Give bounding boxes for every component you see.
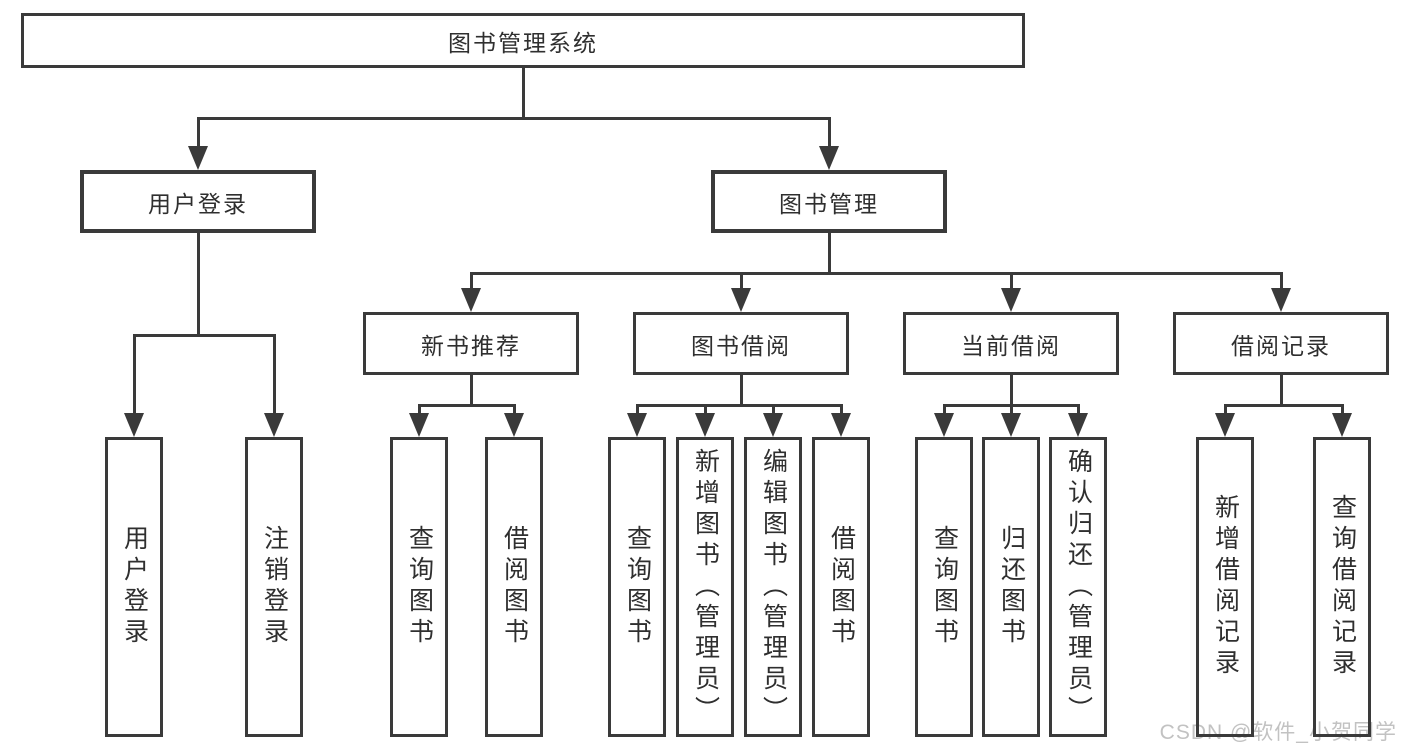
leaf-label: 归还图书	[997, 525, 1026, 649]
leaf-label: 新增图书（管理员）	[691, 447, 720, 727]
edge-to-leaf-user-login	[133, 334, 136, 415]
edge-root-split	[197, 117, 830, 120]
arrow-down-icon	[934, 413, 954, 437]
leaf-label: 新增借阅记录	[1211, 494, 1240, 680]
node-borrow-records: 借阅记录	[1173, 312, 1389, 375]
edge-leaf	[418, 404, 421, 415]
arrow-down-icon	[504, 413, 524, 437]
leaf-label: 查询图书	[405, 525, 434, 649]
arrow-down-icon	[831, 413, 851, 437]
edge-book-borrow-split	[636, 404, 842, 407]
node-label: 图书管理系统	[448, 29, 598, 56]
node-label: 用户登录	[148, 190, 248, 217]
node-book-management: 图书管理	[711, 170, 947, 233]
node-book-borrow: 图书借阅	[633, 312, 849, 375]
edge-to-borrow-records	[1280, 272, 1283, 290]
leaf-label: 编辑图书（管理员）	[759, 447, 788, 727]
edge-leaf	[1010, 404, 1013, 415]
edge-to-current-borrow	[1010, 272, 1013, 290]
node-label: 图书借阅	[691, 332, 791, 359]
leaf-user-login: 用户登录	[105, 437, 163, 737]
edge-new-book-split	[418, 404, 515, 407]
leaf-query-borrow-record: 查询借阅记录	[1313, 437, 1371, 737]
arrow-down-icon	[1001, 413, 1021, 437]
arrow-down-icon	[731, 288, 751, 312]
edge-leaf	[1341, 404, 1344, 415]
edge-leaf	[704, 404, 707, 415]
edge-to-user-login	[197, 117, 200, 146]
leaf-label: 确认归还（管理员）	[1064, 447, 1093, 727]
arrow-down-icon	[763, 413, 783, 437]
leaf-edit-book-admin: 编辑图书（管理员）	[744, 437, 802, 737]
leaf-confirm-return-admin: 确认归还（管理员）	[1049, 437, 1107, 737]
arrow-down-icon	[264, 413, 284, 437]
node-label: 图书管理	[779, 190, 879, 217]
edge-current-borrow-stem	[1010, 375, 1013, 407]
leaf-label: 借阅图书	[827, 525, 856, 649]
edge-to-new-book-recommend	[470, 272, 473, 290]
leaf-label: 查询图书	[623, 525, 652, 649]
edge-leaf	[840, 404, 843, 415]
edge-borrow-records-stem	[1280, 375, 1283, 407]
arrow-down-icon	[1001, 288, 1021, 312]
leaf-query-books-borrow: 查询图书	[608, 437, 666, 737]
leaf-add-book-admin: 新增图书（管理员）	[676, 437, 734, 737]
edge-to-book-management	[828, 117, 831, 146]
leaf-return-book: 归还图书	[982, 437, 1040, 737]
leaf-query-books-recommend: 查询图书	[390, 437, 448, 737]
arrow-down-icon	[124, 413, 144, 437]
edge-to-book-borrow	[740, 272, 743, 290]
arrow-down-icon	[1068, 413, 1088, 437]
edge-root-stem	[522, 68, 525, 120]
leaf-query-books-current: 查询图书	[915, 437, 973, 737]
edge-user-login-split	[133, 334, 276, 337]
csdn-watermark: CSDN @软件_小贺同学	[1159, 721, 1397, 744]
edge-leaf	[943, 404, 946, 415]
leaf-add-borrow-record: 新增借阅记录	[1196, 437, 1254, 737]
arrow-down-icon	[1332, 413, 1352, 437]
edge-borrow-records-split	[1224, 404, 1343, 407]
leaf-label: 查询图书	[930, 525, 959, 649]
node-label: 当前借阅	[961, 332, 1061, 359]
node-library-management-system: 图书管理系统	[21, 13, 1025, 68]
leaf-label: 查询借阅记录	[1328, 494, 1357, 680]
node-label: 借阅记录	[1231, 332, 1331, 359]
node-new-book-recommend: 新书推荐	[363, 312, 579, 375]
edge-leaf	[636, 404, 639, 415]
edge-leaf	[772, 404, 775, 415]
arrow-down-icon	[1215, 413, 1235, 437]
leaf-label: 借阅图书	[500, 525, 529, 649]
leaf-logout: 注销登录	[245, 437, 303, 737]
edge-book-management-stem	[828, 233, 831, 275]
arrow-down-icon	[409, 413, 429, 437]
arrow-down-icon	[461, 288, 481, 312]
edge-to-leaf-logout	[273, 334, 276, 415]
arrow-down-icon	[188, 146, 208, 170]
leaf-borrow-books: 借阅图书	[812, 437, 870, 737]
node-current-borrow: 当前借阅	[903, 312, 1119, 375]
edge-leaf	[1224, 404, 1227, 415]
node-label: 新书推荐	[421, 332, 521, 359]
edge-new-book-stem	[470, 375, 473, 407]
arrow-down-icon	[1271, 288, 1291, 312]
node-user-login: 用户登录	[80, 170, 316, 233]
arrow-down-icon	[819, 146, 839, 170]
arrow-down-icon	[627, 413, 647, 437]
edge-leaf	[1077, 404, 1080, 415]
arrow-down-icon	[695, 413, 715, 437]
edge-leaf	[513, 404, 516, 415]
edge-book-borrow-stem	[740, 375, 743, 407]
leaf-label: 用户登录	[120, 525, 149, 649]
leaf-borrow-books-recommend: 借阅图书	[485, 437, 543, 737]
edge-book-management-split	[470, 272, 1282, 275]
leaf-label: 注销登录	[260, 525, 289, 649]
edge-user-login-stem	[197, 233, 200, 337]
